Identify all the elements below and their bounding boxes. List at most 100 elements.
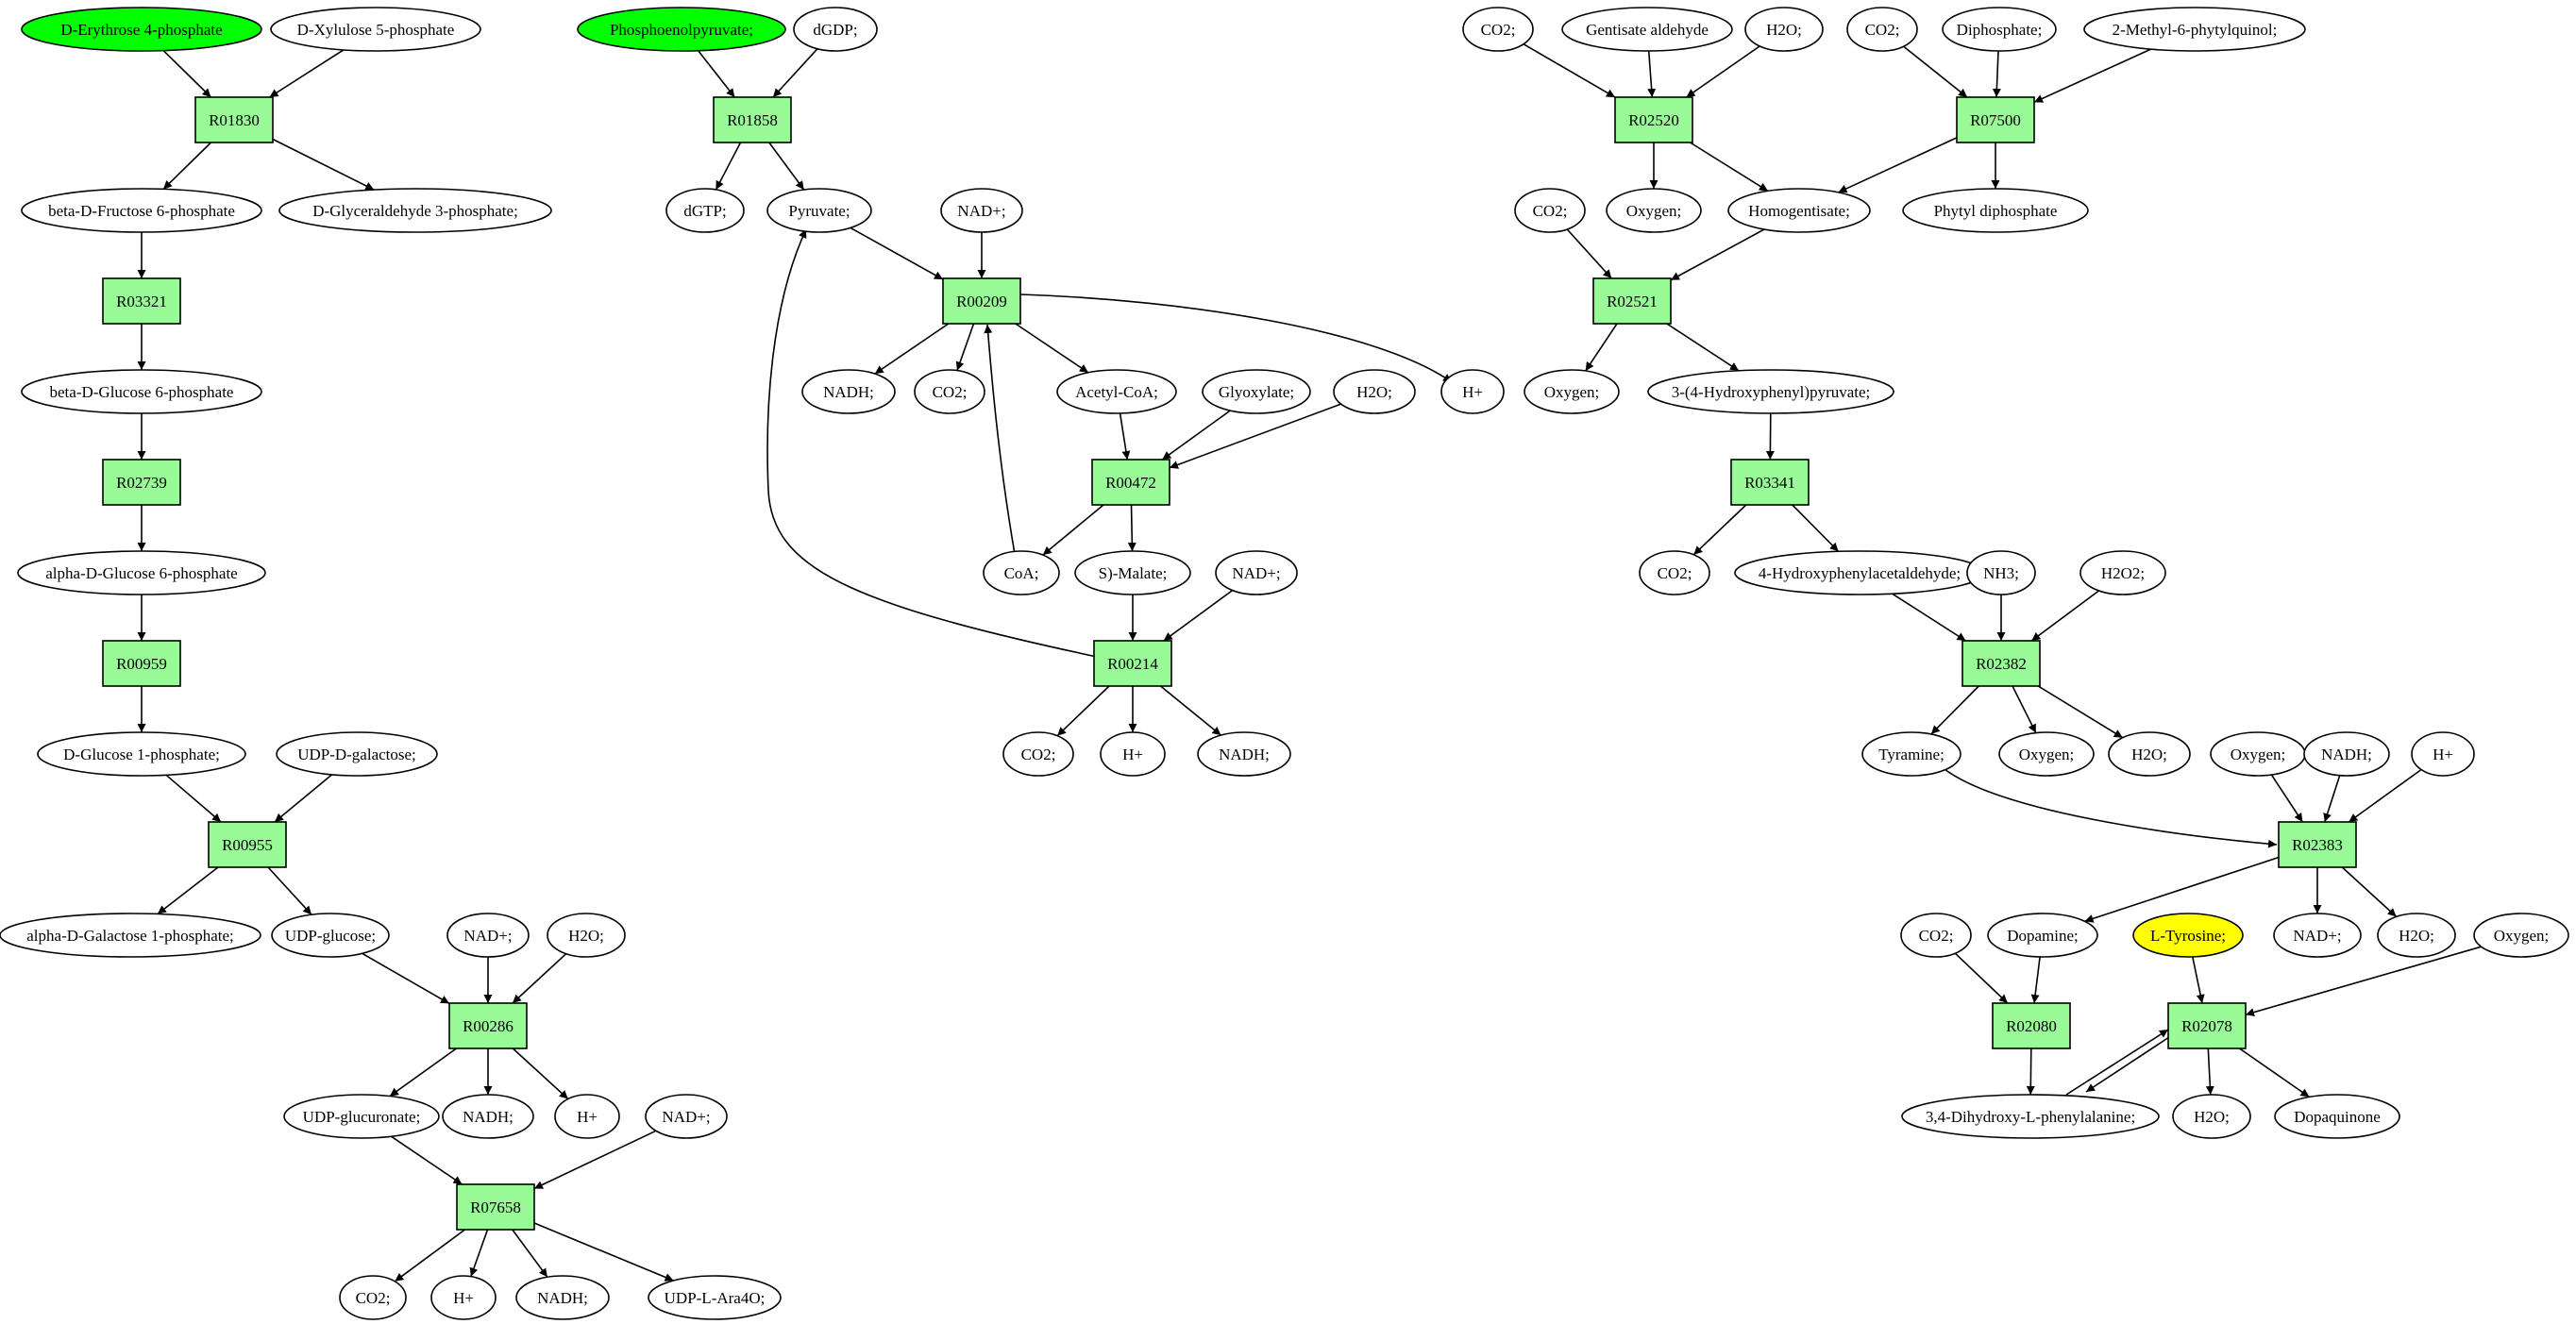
reaction-box xyxy=(1091,459,1170,506)
compound-node-m16[interactable]: H+ xyxy=(1100,731,1166,777)
compound-node-c10[interactable]: UDP-glucose; xyxy=(271,913,390,958)
compound-node-c1[interactable]: D-Erythrose 4-phosphate xyxy=(21,7,262,52)
compound-node-t15[interactable]: NH3; xyxy=(1966,550,2036,595)
compound-node-t12[interactable]: 3-(4-Hydroxyphenyl)pyruvate; xyxy=(1647,369,1894,414)
compound-node-t29[interactable]: 3,4-Dihydroxy-L-phenylalanine; xyxy=(1901,1094,2160,1139)
reaction-node-r7[interactable]: R07658 xyxy=(456,1183,535,1231)
node-label: Pyruvate; xyxy=(788,202,850,220)
reaction-node-s1[interactable]: R02520 xyxy=(1614,96,1693,143)
reaction-node-s8[interactable]: R02078 xyxy=(2167,1002,2247,1049)
compound-node-m6[interactable]: NADH; xyxy=(801,369,896,414)
node-label: UDP-glucose; xyxy=(285,927,376,945)
compound-node-c17[interactable]: CO2; xyxy=(339,1275,407,1320)
reaction-node-q3[interactable]: R00472 xyxy=(1091,459,1170,506)
compound-node-c18[interactable]: H+ xyxy=(430,1275,497,1320)
node-label: dGDP; xyxy=(813,21,857,39)
compound-node-t23[interactable]: CO2; xyxy=(1900,913,1972,958)
compound-node-t2[interactable]: Gentisate aldehyde xyxy=(1561,7,1733,52)
reaction-node-s5[interactable]: R02382 xyxy=(1961,640,2041,687)
compound-node-m17[interactable]: NADH; xyxy=(1197,731,1291,777)
compound-node-c3[interactable]: beta-D-Fructose 6-phosphate xyxy=(21,188,262,233)
compound-node-m3[interactable]: dGTP; xyxy=(665,188,745,233)
compound-node-c6[interactable]: alpha-D-Glucose 6-phosphate xyxy=(17,550,266,595)
compound-node-t11[interactable]: Oxygen; xyxy=(1524,369,1620,414)
compound-node-t21[interactable]: NADH; xyxy=(2303,731,2390,777)
compound-node-t28[interactable]: Oxygen; xyxy=(2473,913,2569,958)
compound-node-t14[interactable]: 4-Hydroxyphenylacetaldehyde; xyxy=(1734,550,1985,595)
compound-node-c15[interactable]: H+ xyxy=(554,1094,620,1139)
node-label: Oxygen; xyxy=(1544,383,1600,401)
compound-node-m11[interactable]: H+ xyxy=(1440,369,1505,414)
compound-node-c11[interactable]: NAD+; xyxy=(446,913,530,958)
compound-node-t19[interactable]: H2O; xyxy=(2108,731,2191,777)
compound-node-t9[interactable]: Homogentisate; xyxy=(1727,188,1871,233)
compound-node-m2[interactable]: dGDP; xyxy=(793,7,878,52)
compound-node-m8[interactable]: Acetyl-CoA; xyxy=(1056,369,1177,414)
reaction-node-q1[interactable]: R01858 xyxy=(713,96,792,143)
node-label: Oxygen; xyxy=(1626,202,1682,220)
edge-s5-to-t17 xyxy=(1930,685,1979,735)
compound-node-m13[interactable]: S)-Malate; xyxy=(1074,550,1191,595)
node-label: H+ xyxy=(577,1108,598,1126)
reaction-node-r4[interactable]: R00959 xyxy=(102,640,181,687)
compound-node-m9[interactable]: Glyoxylate; xyxy=(1202,369,1311,414)
compound-node-t17[interactable]: Tyramine; xyxy=(1861,731,1961,777)
edge-r5-to-c10 xyxy=(267,866,312,915)
compound-node-t24[interactable]: Dopamine; xyxy=(1987,913,2098,958)
compound-node-t25[interactable]: L-Tyrosine; xyxy=(2132,913,2244,958)
compound-node-c14[interactable]: NADH; xyxy=(442,1094,534,1139)
compound-node-c8[interactable]: UDP-D-galactose; xyxy=(276,731,438,777)
reaction-node-q2[interactable]: R00209 xyxy=(942,277,1021,325)
compound-node-c20[interactable]: UDP-L-Ara4O; xyxy=(648,1275,782,1320)
reaction-node-q4[interactable]: R00214 xyxy=(1093,640,1172,687)
compound-node-t30[interactable]: H2O; xyxy=(2172,1094,2251,1139)
compound-node-c16[interactable]: NAD+; xyxy=(645,1094,728,1139)
compound-node-m5[interactable]: NAD+; xyxy=(940,188,1023,233)
compound-node-m14[interactable]: NAD+; xyxy=(1215,550,1298,595)
compound-ellipse xyxy=(270,7,481,52)
compound-ellipse xyxy=(2172,1094,2251,1139)
compound-node-m10[interactable]: H2O; xyxy=(1333,369,1416,414)
compound-node-c13[interactable]: UDP-glucuronate; xyxy=(283,1094,440,1139)
compound-node-t31[interactable]: Dopaquinone xyxy=(2274,1094,2400,1139)
compound-node-c9[interactable]: alpha-D-Galactose 1-phosphate; xyxy=(0,913,261,958)
edge-q1-to-m3 xyxy=(715,142,742,191)
compound-node-t10[interactable]: Phytyl diphosphate xyxy=(1902,188,2089,233)
compound-node-t26[interactable]: NAD+; xyxy=(2273,913,2362,958)
compound-node-t1[interactable]: CO2; xyxy=(1462,7,1534,52)
reaction-node-r5[interactable]: R00955 xyxy=(208,821,287,868)
compound-node-t22[interactable]: H+ xyxy=(2411,731,2475,777)
compound-node-t5[interactable]: Diphosphate; xyxy=(1942,7,2057,52)
compound-node-t3[interactable]: H2O; xyxy=(1744,7,1824,52)
compound-node-t13[interactable]: CO2; xyxy=(1639,550,1710,595)
compound-node-t27[interactable]: H2O; xyxy=(2377,913,2456,958)
compound-node-t4[interactable]: CO2; xyxy=(1846,7,1918,52)
compound-node-m7[interactable]: CO2; xyxy=(914,369,985,414)
reaction-node-r2[interactable]: R03321 xyxy=(102,277,181,325)
compound-node-t7[interactable]: CO2; xyxy=(1514,188,1586,233)
compound-node-c5[interactable]: beta-D-Glucose 6-phosphate xyxy=(21,369,262,414)
reaction-node-r1[interactable]: R01830 xyxy=(194,96,274,143)
reaction-node-r3[interactable]: R02739 xyxy=(102,459,181,506)
compound-node-t20[interactable]: Oxygen; xyxy=(2210,731,2306,777)
compound-node-t8[interactable]: Oxygen; xyxy=(1606,188,1702,233)
reaction-node-s6[interactable]: R02383 xyxy=(2278,821,2357,868)
compound-node-c7[interactable]: D-Glucose 1-phosphate; xyxy=(37,731,246,777)
reaction-node-s7[interactable]: R02080 xyxy=(1992,1002,2071,1049)
compound-node-m12[interactable]: CoA; xyxy=(983,550,1060,595)
compound-node-t16[interactable]: H2O2; xyxy=(2079,550,2166,595)
compound-node-c19[interactable]: NADH; xyxy=(515,1275,610,1320)
reaction-node-s4[interactable]: R03341 xyxy=(1730,459,1810,506)
compound-node-c4[interactable]: D-Glyceraldehyde 3-phosphate; xyxy=(278,188,552,233)
reaction-node-s2[interactable]: R07500 xyxy=(1956,96,2035,143)
compound-node-t18[interactable]: Oxygen; xyxy=(1998,731,2095,777)
compound-node-t6[interactable]: 2-Methyl-6-phytylquinol; xyxy=(2083,7,2306,52)
compound-ellipse xyxy=(21,7,262,52)
compound-node-m15[interactable]: CO2; xyxy=(1002,731,1074,777)
compound-node-m4[interactable]: Pyruvate; xyxy=(766,188,872,233)
compound-node-c2[interactable]: D-Xylulose 5-phosphate xyxy=(270,7,481,52)
reaction-node-s3[interactable]: R02521 xyxy=(1592,277,1672,325)
reaction-node-r6[interactable]: R00286 xyxy=(448,1002,528,1049)
compound-node-m1[interactable]: Phosphoenolpyruvate; xyxy=(577,7,786,52)
compound-node-c12[interactable]: H2O; xyxy=(547,913,626,958)
